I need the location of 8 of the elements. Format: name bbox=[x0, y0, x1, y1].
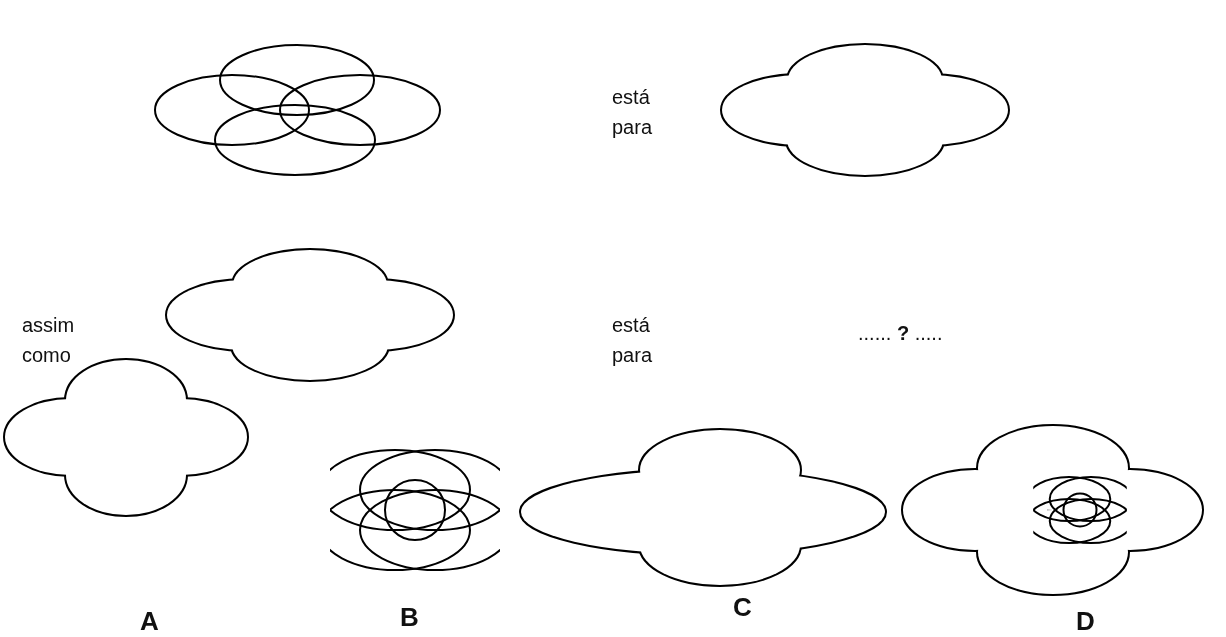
label-text: está para bbox=[612, 85, 654, 140]
option-letter: C bbox=[733, 591, 753, 624]
option-letter: D bbox=[1076, 605, 1096, 637]
option-letter: B bbox=[400, 601, 420, 634]
label-text: está para bbox=[612, 313, 654, 368]
option-letter: A bbox=[140, 605, 160, 637]
label-text: ...... ? ..... bbox=[858, 321, 944, 346]
label-text: assim como bbox=[22, 313, 76, 368]
